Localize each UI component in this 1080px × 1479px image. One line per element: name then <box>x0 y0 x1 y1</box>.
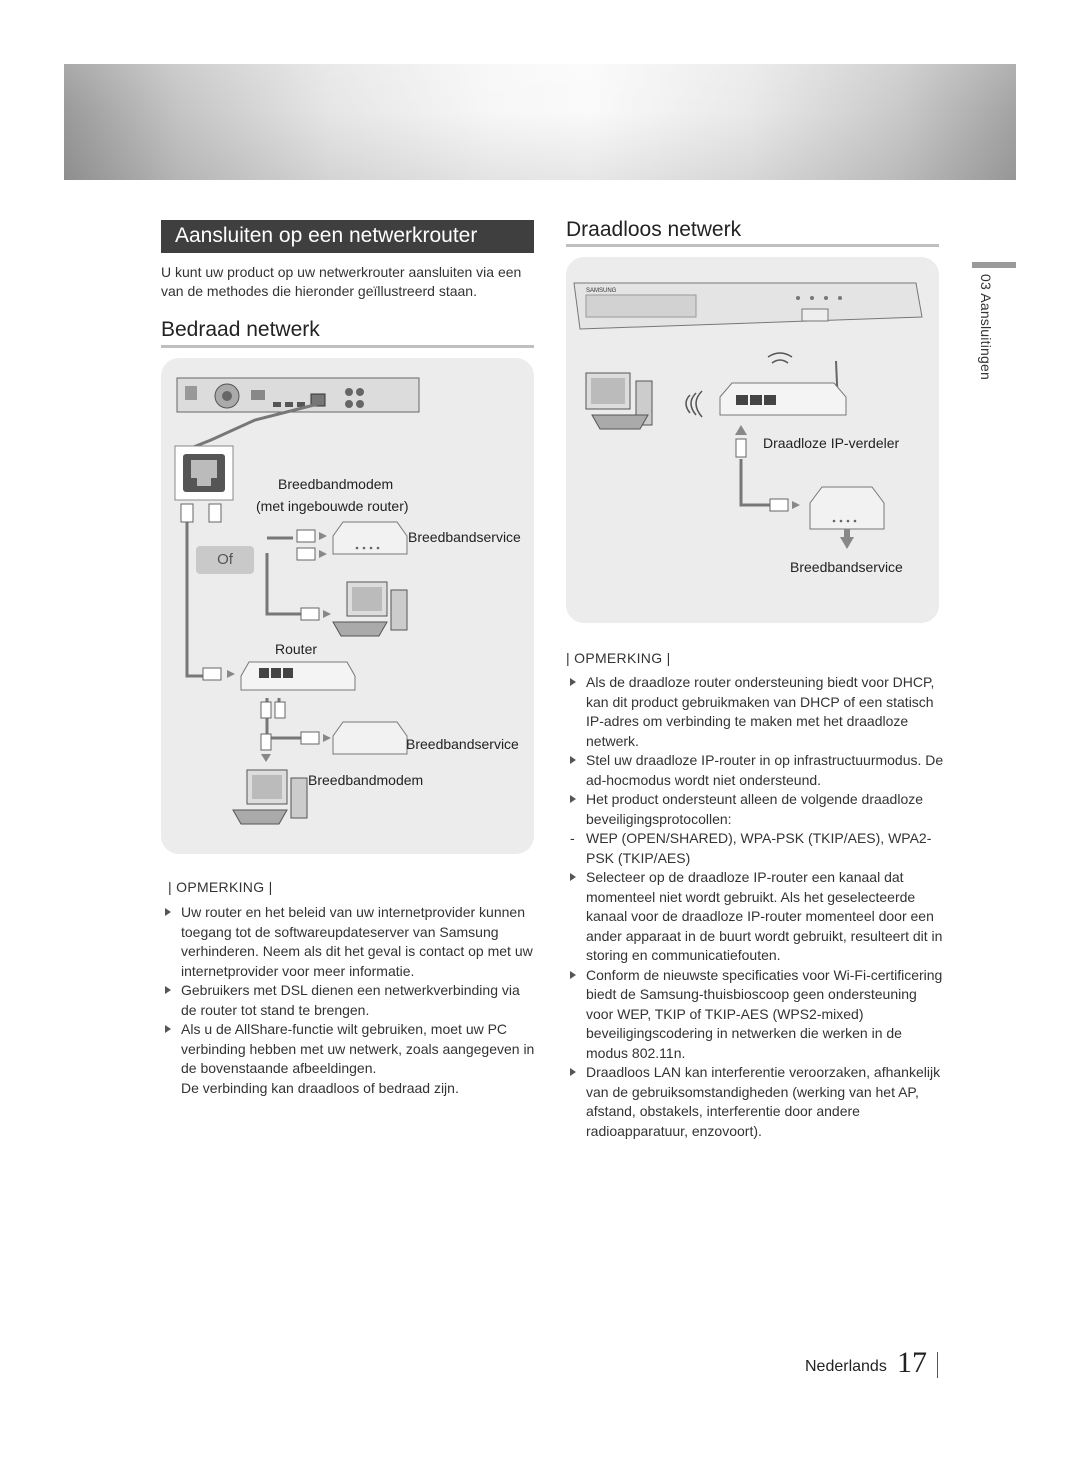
section-heading: Aansluiten op een netwerkrouter <box>161 220 534 253</box>
service-label-top: Breedbandservice <box>408 529 521 545</box>
wired-diagram <box>174 377 420 825</box>
note-title-right: | OPMERKING | <box>566 650 671 666</box>
service-label-wireless: Breedbandservice <box>790 559 903 575</box>
modem-label: Breedbandmodem <box>278 476 394 492</box>
note-item: Gebruikers met DSL dienen een netwerkver… <box>161 981 537 1020</box>
note-item: Uw router en het beleid van uw internetp… <box>161 903 537 981</box>
wired-network-heading: Bedraad netwerk <box>161 318 320 341</box>
router-label: Router <box>275 641 318 657</box>
note-subtext: De verbinding kan draadloos of bedraad z… <box>181 1079 459 1096</box>
ap-label: Draadloze IP-verdeler <box>763 435 900 451</box>
wireless-diagram: SAMSUNG <box>573 282 923 549</box>
notes-right: Als de draadloze router ondersteuning bi… <box>566 673 944 1141</box>
protocol-list: -WEP (OPEN/SHARED), WPA-PSK (TKIP/AES), … <box>570 830 932 866</box>
wifi-signal-icon <box>685 352 793 418</box>
note-item: Draadloos LAN kan interferentie veroorza… <box>566 1063 944 1141</box>
intro-text: U kunt uw product op uw netwerkrouter aa… <box>161 264 522 299</box>
pc-icon <box>585 372 653 430</box>
chapter-tab: 03 Aansluitingen <box>978 274 994 380</box>
wired-heading-rule <box>161 345 534 348</box>
footer-separator <box>937 1352 938 1378</box>
note-item: Stel uw draadloze IP-router in op infras… <box>566 751 944 790</box>
lan-port-icon <box>174 445 234 501</box>
home-theater-rear-icon <box>176 377 420 413</box>
note-item: Het product ondersteunt alleen de volgen… <box>566 790 944 829</box>
wireless-network-heading: Draadloos netwerk <box>566 218 742 241</box>
wireless-router-icon <box>719 360 847 416</box>
broadband-modem-icon <box>332 521 408 555</box>
page-number: 17 <box>897 1346 927 1379</box>
note-title-left: | OPMERKING | <box>168 879 273 895</box>
side-tab-bar <box>972 262 1016 268</box>
note-item: Conform de nieuwste specificaties voor W… <box>566 966 944 1064</box>
modem-label-bottom: Breedbandmodem <box>308 772 424 788</box>
broadband-modem-icon <box>809 486 885 530</box>
home-theater-front-icon: SAMSUNG <box>573 282 923 330</box>
modem-router-label: (met ingebouwde router) <box>256 498 409 514</box>
notes-left: Uw router en het beleid van uw internetp… <box>161 903 537 1098</box>
footer-language: Nederlands <box>805 1358 887 1375</box>
pc-bottom-icon <box>232 769 308 825</box>
header-banner <box>64 64 1016 180</box>
or-label: Of <box>196 546 254 574</box>
service-label-bottom: Breedbandservice <box>406 736 519 752</box>
note-item: Selecteer op de draadloze IP-router een … <box>566 868 944 966</box>
brand-label: SAMSUNG <box>586 288 617 294</box>
modem-bottom-icon <box>332 721 408 755</box>
note-item: Als u de AllShare-functie wilt gebruiken… <box>161 1020 537 1079</box>
wireless-heading-rule <box>566 244 939 247</box>
note-item: Als de draadloze router ondersteuning bi… <box>566 673 944 751</box>
router-icon <box>240 661 356 691</box>
pc-icon <box>332 581 408 637</box>
